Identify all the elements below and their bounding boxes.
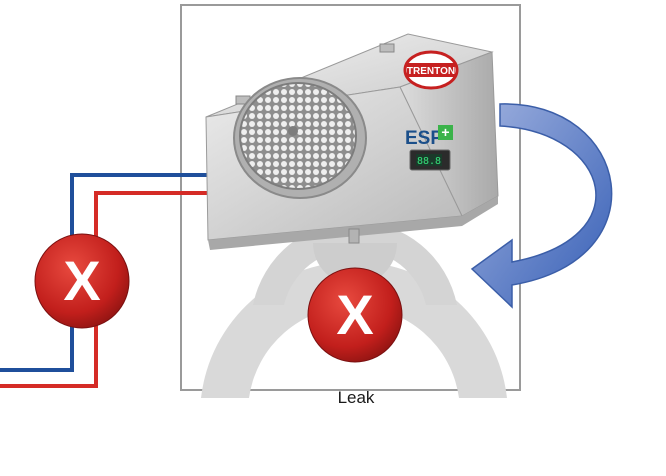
mounting-bracket-right [379,43,395,53]
line-fault-x-circle-icon: X [34,233,130,329]
model-badge-plus-box [438,125,453,140]
leak-fault-x-circle-icon: X [307,267,403,363]
leak-ring-middle [253,221,457,305]
display-readout: 88.8 [417,156,441,167]
evaporator-unit: TRENTON ESP + 88.8 [205,33,499,250]
brand-logo: TRENTON [403,50,459,90]
leak-fault-symbol: X [336,283,373,346]
line-fault-symbol: X [63,249,100,312]
control-display: 88.8 [409,149,451,171]
fan-guard-icon [233,77,367,199]
unit-bottom-edge [208,196,498,250]
curved-arrow-icon [470,103,613,309]
leak-label: Leak [338,388,375,407]
brand-logo-text: TRENTON [407,66,455,77]
model-badge-text: ESP [405,128,443,149]
diagram-frame [180,4,521,391]
model-badge-plus: + [441,124,449,140]
model-badge: ESP + [405,124,453,149]
drain-fitting [348,228,360,244]
